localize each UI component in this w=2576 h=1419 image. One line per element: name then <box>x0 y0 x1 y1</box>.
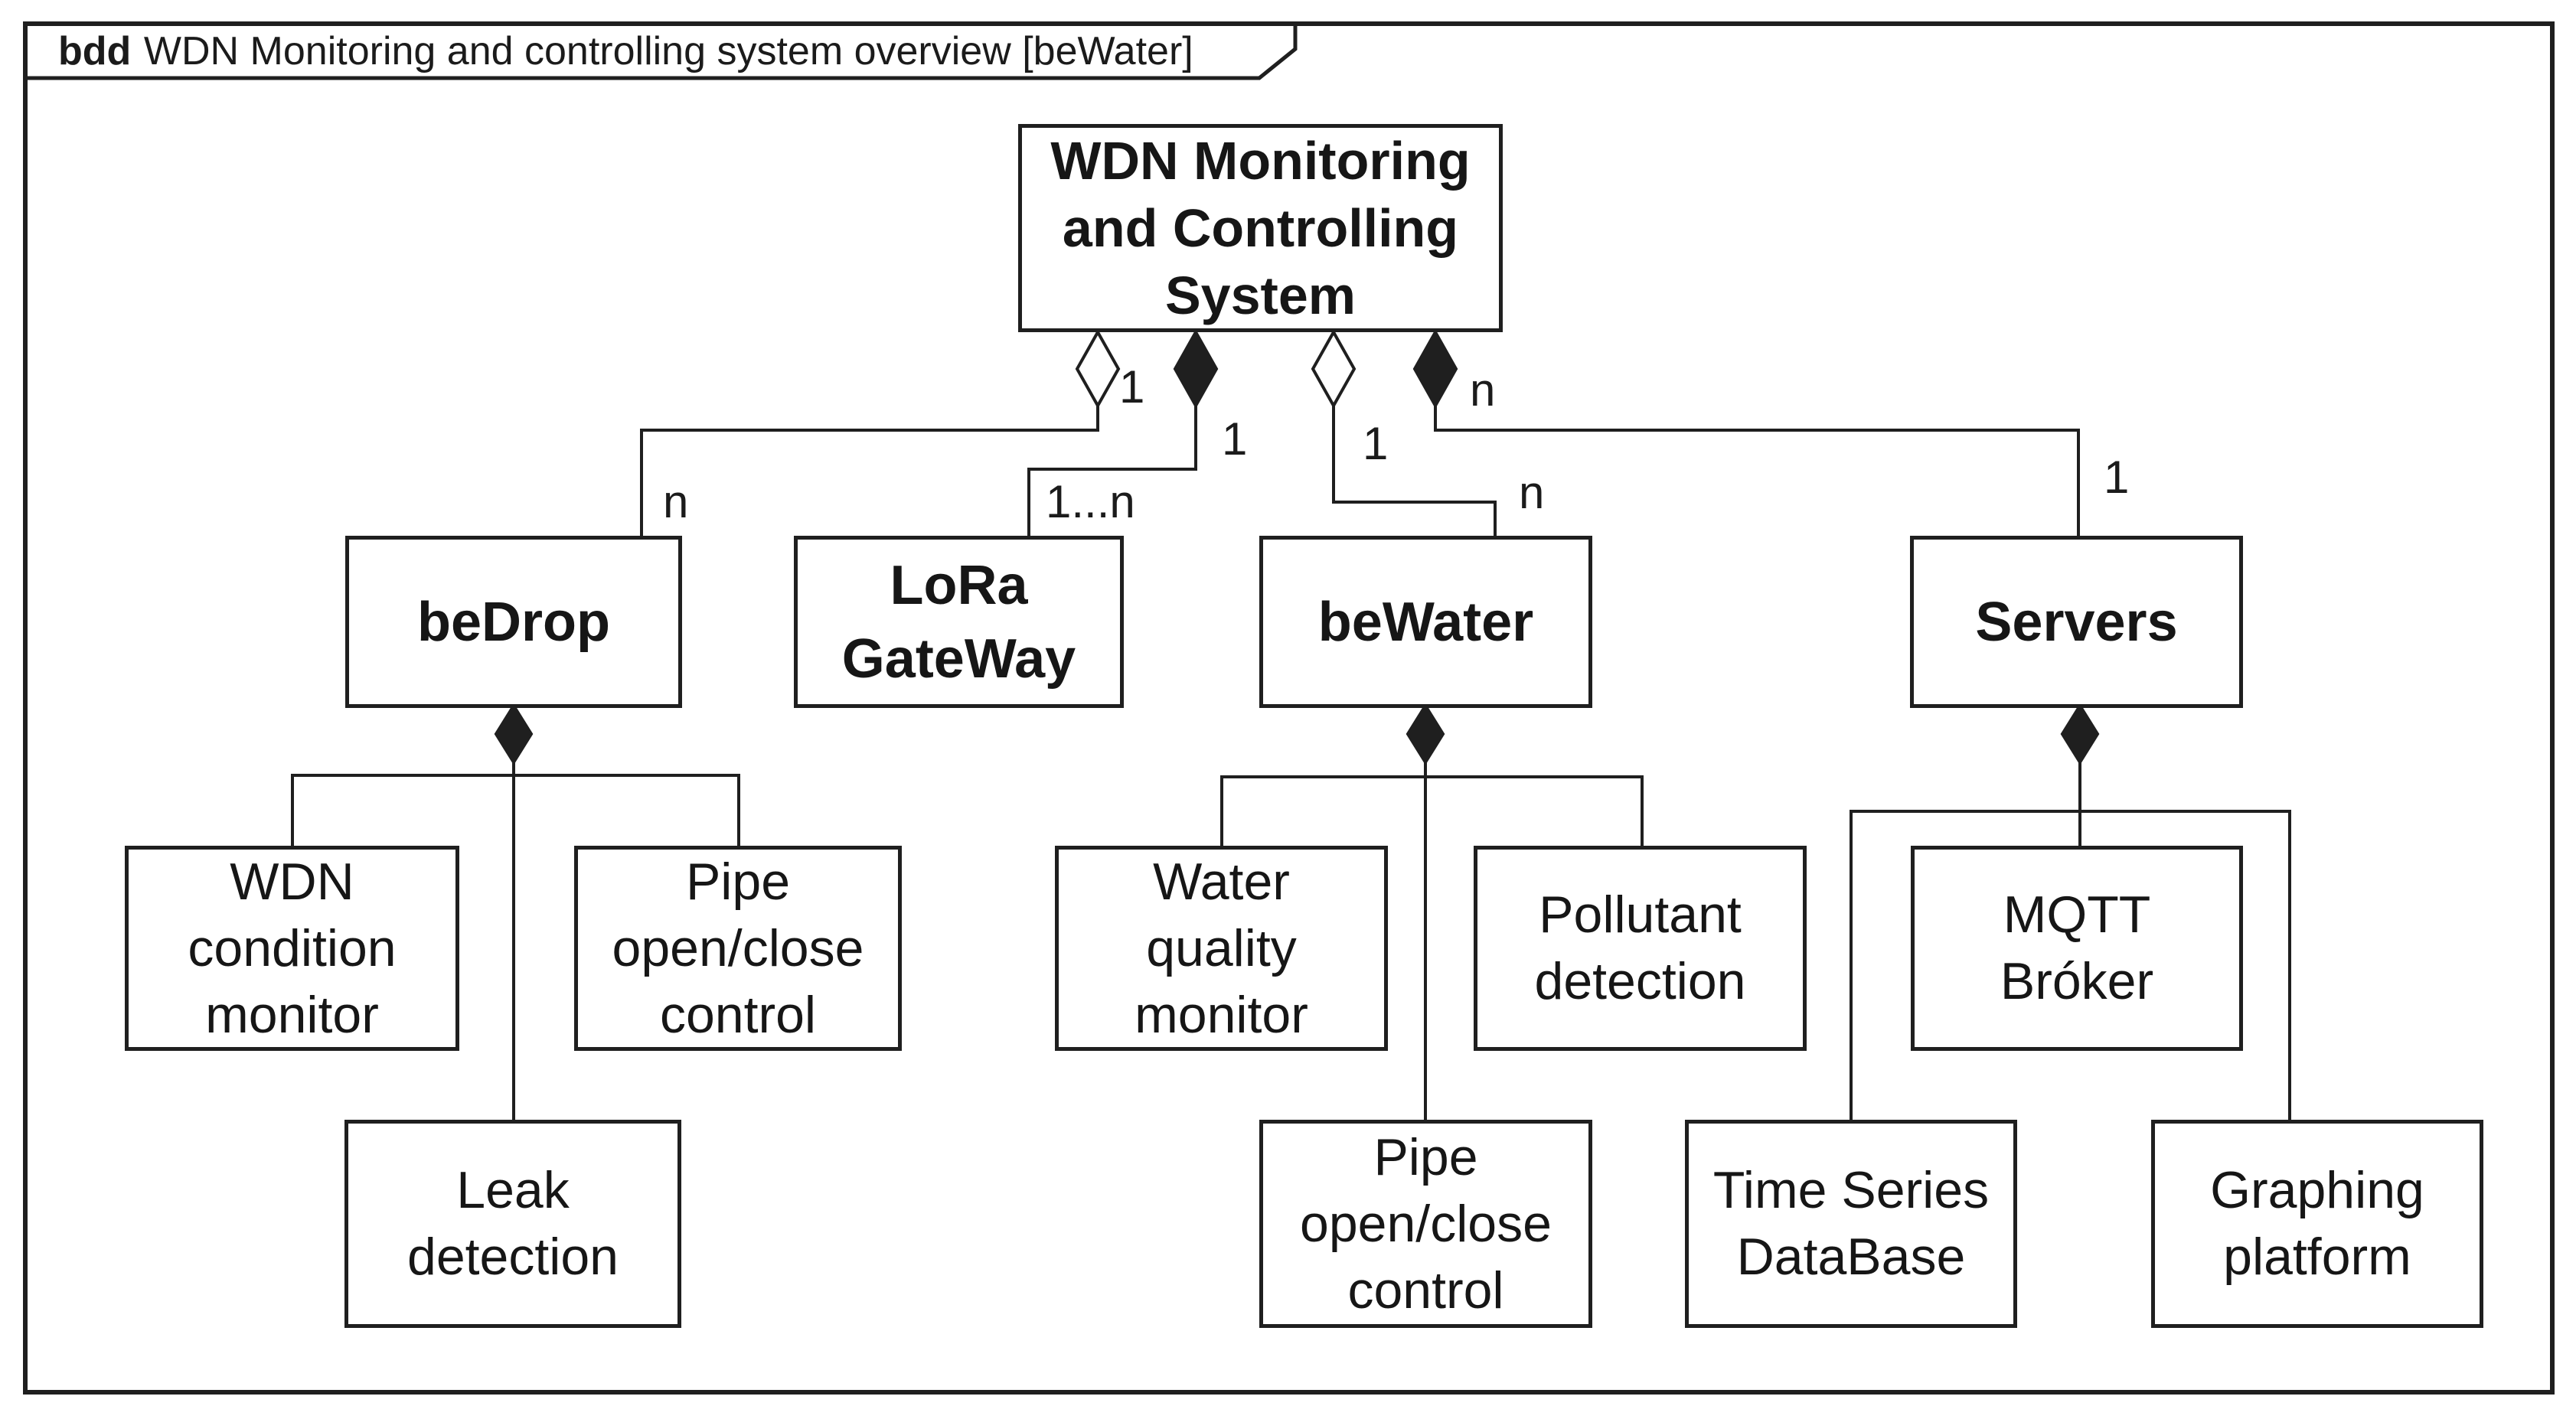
multiplicity-root-bedrop-target: n <box>663 476 689 527</box>
block-pollutant-detection-label: Pollutant detection <box>1534 886 1746 1010</box>
block-pipe-control-bewater-label: Pipe open/close control <box>1300 1127 1552 1320</box>
block-leak-detection-label: Leak detection <box>407 1161 619 1286</box>
block-graphing-platform-label: Graphing platform <box>2210 1161 2424 1286</box>
block-graphing-platform: Graphing platform <box>2151 1120 2483 1328</box>
aggregation-diamond-servers-children <box>2060 703 2100 765</box>
frame-title: WDN Monitoring and controlling system ov… <box>143 29 1193 73</box>
frame-tab-label: bdd WDN Monitoring and controlling syste… <box>58 24 1193 78</box>
block-water-quality-monitor-label: Water quality monitor <box>1135 852 1308 1044</box>
multiplicity-root-servers-source: n <box>1470 364 1496 416</box>
connector-root-lora <box>1027 406 1197 536</box>
connector-bedrop-branch <box>291 774 740 846</box>
multiplicity-root-bewater-target: n <box>1519 467 1545 518</box>
aggregation-diamond-root-bewater <box>1311 328 1357 409</box>
aggregation-diamond-bedrop-children <box>494 703 534 765</box>
block-pollutant-detection: Pollutant detection <box>1474 846 1807 1051</box>
multiplicity-root-lora-source: 1 <box>1222 413 1248 465</box>
aggregation-diamond-bewater-children <box>1406 703 1445 765</box>
block-bewater: beWater <box>1259 536 1592 708</box>
block-time-series-database-label: Time Series DataBase <box>1712 1161 1990 1286</box>
block-servers-label: Servers <box>1975 591 2178 653</box>
block-lora-gateway: LoRa GateWay <box>794 536 1124 708</box>
block-leak-detection: Leak detection <box>344 1120 681 1328</box>
connector-servers-branch <box>1850 810 2291 1120</box>
block-pipe-control-bedrop: Pipe open/close control <box>574 846 902 1051</box>
block-bewater-label: beWater <box>1317 591 1534 653</box>
multiplicity-root-servers-target: 1 <box>2104 452 2130 503</box>
connector-root-servers <box>1434 406 2080 536</box>
diagram-frame <box>23 21 2555 1395</box>
block-water-quality-monitor: Water quality monitor <box>1055 846 1388 1051</box>
block-root-system-label: WDN Monitoring and Controlling System <box>1050 131 1471 325</box>
block-time-series-database: Time Series DataBase <box>1685 1120 2017 1328</box>
block-mqtt-broker: MQTT Bróker <box>1911 846 2243 1051</box>
aggregation-diamond-root-bedrop <box>1075 328 1121 409</box>
connector-bewater-branch <box>1220 775 1644 846</box>
multiplicity-root-bewater-source: 1 <box>1363 418 1389 469</box>
block-bedrop-label: beDrop <box>417 591 610 653</box>
multiplicity-root-lora-target: 1...n <box>1046 476 1135 527</box>
block-pipe-control-bedrop-label: Pipe open/close control <box>612 852 864 1044</box>
block-wdn-condition-monitor-label: WDN condition monitor <box>188 852 397 1044</box>
aggregation-diamond-root-servers <box>1412 328 1458 409</box>
connector-root-bewater <box>1332 406 1497 536</box>
connector-root-bedrop <box>640 406 1099 536</box>
block-wdn-condition-monitor: WDN condition monitor <box>125 846 459 1051</box>
block-servers: Servers <box>1910 536 2243 708</box>
block-mqtt-broker-label: MQTT Bróker <box>2000 886 2154 1010</box>
frame-keyword: bdd <box>58 29 132 73</box>
block-lora-gateway-label: LoRa GateWay <box>841 554 1076 690</box>
block-pipe-control-bewater: Pipe open/close control <box>1259 1120 1592 1328</box>
block-bedrop: beDrop <box>345 536 682 708</box>
multiplicity-root-bedrop-source: 1 <box>1119 361 1145 413</box>
aggregation-diamond-root-lora <box>1173 328 1219 409</box>
block-root-system: WDN Monitoring and Controlling System <box>1018 124 1503 332</box>
